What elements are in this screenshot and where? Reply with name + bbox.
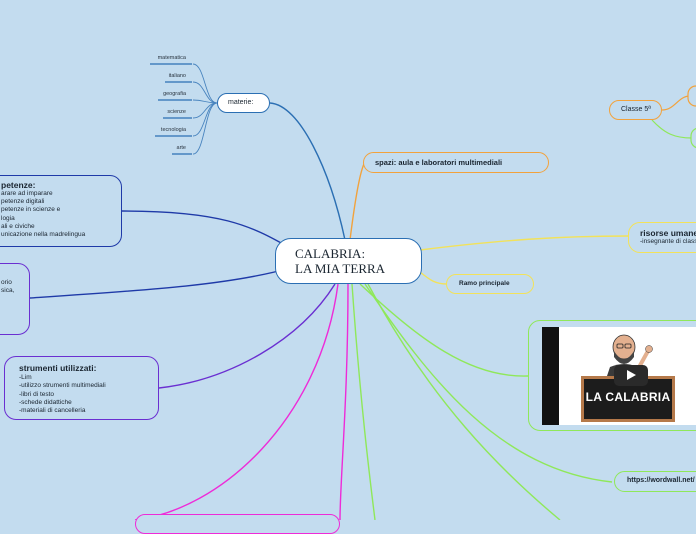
ramo-principale-label: Ramo principale [459, 280, 510, 287]
classe-label: Classe 5ª [621, 106, 651, 113]
competenze-list: arare ad imparare petenze digitali peten… [1, 190, 86, 239]
magenta-node-partial[interactable] [135, 514, 340, 534]
materie-item-geografia[interactable]: geografia [163, 91, 186, 97]
territorio-text: orio sica, [1, 279, 15, 294]
materie-item-matematica[interactable]: matematica [157, 55, 186, 61]
video-thumbnail[interactable]: LA CALABRIA [542, 327, 696, 425]
strumenti-list: -Lim -utilizzo strumenti multimediali -l… [19, 374, 106, 415]
strumenti-node[interactable]: strumenti utilizzati: -Lim -utilizzo str… [4, 356, 159, 420]
ramo-principale-node[interactable]: Ramo principale [446, 274, 534, 294]
central-title-line1: CALABRIA: [295, 246, 366, 261]
central-title-line2: LA MIA TERRA [295, 261, 386, 276]
materie-item-tecnologia[interactable]: tecnologia [160, 127, 186, 133]
spazi-node[interactable]: spazi: aula e laboratori multimediali [363, 152, 549, 173]
competenze-title: petenze: [1, 180, 36, 190]
risorse-title: risorse umane: [640, 228, 696, 238]
central-topic[interactable]: CALABRIA: LA MIA TERRA [275, 238, 422, 284]
risorse-node[interactable]: risorse umane: -insegnante di classe [628, 222, 696, 253]
wordwall-link-node[interactable]: https://wordwall.net/ [614, 471, 696, 492]
territorio-node[interactable]: orio sica, [0, 263, 30, 335]
materie-node[interactable]: materie: [217, 93, 270, 113]
video-title: LA CALABRIA [585, 390, 671, 404]
spazi-label: spazi: aula e laboratori multimediali [375, 158, 503, 167]
materie-item-arte[interactable]: arte [176, 145, 186, 151]
play-button[interactable] [614, 365, 648, 386]
play-icon [627, 370, 636, 380]
materie-label: materie: [228, 99, 254, 106]
video-black-bar [542, 327, 559, 425]
competenze-node[interactable]: petenze: arare ad imparare petenze digit… [0, 175, 122, 247]
materie-item-italiano[interactable]: italiano [168, 73, 186, 79]
video-node[interactable]: LA CALABRIA [528, 320, 696, 431]
connector-lines [29, 63, 696, 520]
materie-item-scienze[interactable]: scienze [167, 109, 186, 115]
strumenti-title: strumenti utilizzati: [19, 363, 97, 373]
wordwall-link[interactable]: https://wordwall.net/ [627, 477, 695, 484]
classe-node[interactable]: Classe 5ª [609, 100, 662, 120]
risorse-sub: -insegnante di classe [640, 238, 696, 245]
